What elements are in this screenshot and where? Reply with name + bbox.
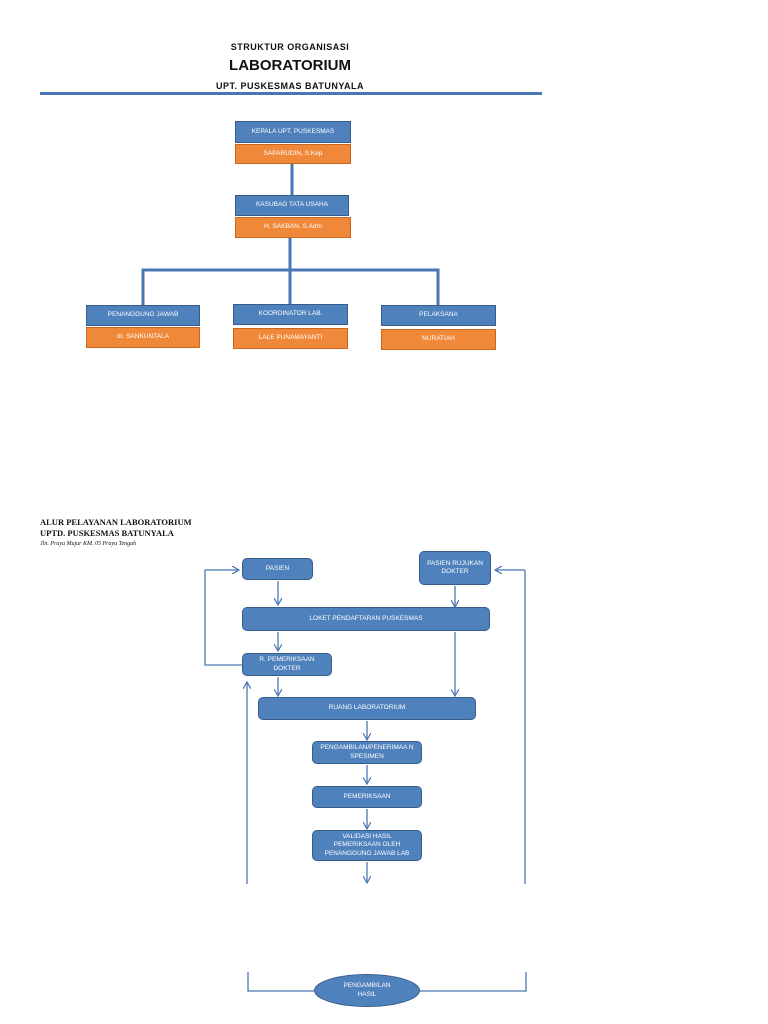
flow-pengambilan-hasil-box: PENGAMBILAN HASIL [314, 974, 420, 1007]
flow-title-line2: UPTD. PUSKESMAS BATUNYALA [40, 528, 174, 538]
flow-pemeriksaan: PEMERIKSAAN [343, 792, 391, 800]
org-member-name-box: NURATIAH [381, 329, 496, 350]
flow-pengambilan-hasil: PENGAMBILAN HASIL [343, 982, 391, 998]
org-member-name: dr. SANKUNTALA [117, 333, 169, 341]
flow-loket: LOKET PENDAFTARAN PUSKESMAS [309, 614, 423, 622]
org-member-role-box: KOORDINATOR LAB. [233, 304, 348, 325]
flow-title-line1: ALUR PELAYANAN LABORATORIUM [40, 517, 192, 527]
org-admin-role-box: KASUBAG TATA USAHA [235, 195, 349, 216]
org-head-role: KEPALA UPT. PUSKESMAS [251, 127, 335, 135]
org-member-role: PELAKSANA [419, 311, 458, 319]
flow-pengambilan-spesimen-box: PENGAMBILAN/PENERIMAA N SPESIMEN [312, 741, 422, 764]
heading-divider [40, 92, 542, 95]
flow-pasien-rujukan: PASIEN RUJUKAN DOKTER [427, 559, 483, 575]
org-member-role-box: PELAKSANA [381, 305, 496, 326]
org-member-name-box: LALE PUNAMAYANTI [233, 328, 348, 349]
org-member-name-box: dr. SANKUNTALA [86, 327, 200, 348]
org-member-role: KOORDINATOR LAB. [258, 310, 323, 318]
flow-validasi: VALIDASI HASIL PEMERIKSAAN OLEH PENANGGU… [324, 833, 410, 857]
org-member-name: NURATIAH [422, 335, 455, 343]
flow-pemeriksaan-dokter: R. PEMERIKSAAN DOKTER [259, 656, 315, 672]
org-member-name: LALE PUNAMAYANTI [258, 334, 323, 342]
org-heading-sub: UPT. PUSKESMAS BATUNYALA [215, 81, 364, 91]
flow-address: Jln. Praya Mujur KM. 05 Praya Tengah [40, 541, 137, 547]
org-head-role-box: KEPALA UPT. PUSKESMAS [235, 121, 351, 143]
flow-ruang-lab: RUANG LABORATORIUM [328, 704, 406, 712]
flow-pengambilan-spesimen: PENGAMBILAN/PENERIMAA N SPESIMEN [320, 744, 414, 760]
flow-loket-box: LOKET PENDAFTARAN PUSKESMAS [242, 607, 490, 631]
flow-pemeriksaan-box: PEMERIKSAAN [312, 786, 422, 808]
flow-pasien-box: PASIEN [242, 558, 313, 580]
org-member-role: PENANGGUNG JAWAB [107, 311, 179, 319]
flow-validasi-box: VALIDASI HASIL PEMERIKSAAN OLEH PENANGGU… [312, 830, 422, 861]
org-admin-role: KASUBAG TATA USAHA [255, 201, 329, 209]
org-admin-name: H. SAKBAN, S.Adm [264, 223, 322, 231]
flow-pemeriksaan-dokter-box: R. PEMERIKSAAN DOKTER [242, 653, 332, 676]
org-member-role-box: PENANGGUNG JAWAB [86, 305, 200, 326]
org-head-name-box: SAPARUDIN, S.Kep [235, 144, 351, 164]
flow-ruang-lab-box: RUANG LABORATORIUM [258, 697, 476, 720]
flow-pasien-rujukan-box: PASIEN RUJUKAN DOKTER [419, 551, 491, 585]
org-heading-big: LABORATORIUM [229, 57, 351, 74]
org-heading-small: STRUKTUR ORGANISASI [230, 42, 350, 52]
org-head-name: SAPARUDIN, S.Kep [263, 149, 323, 157]
flow-pasien: PASIEN [265, 564, 290, 572]
org-admin-name-box: H. SAKBAN, S.Adm [235, 217, 351, 238]
